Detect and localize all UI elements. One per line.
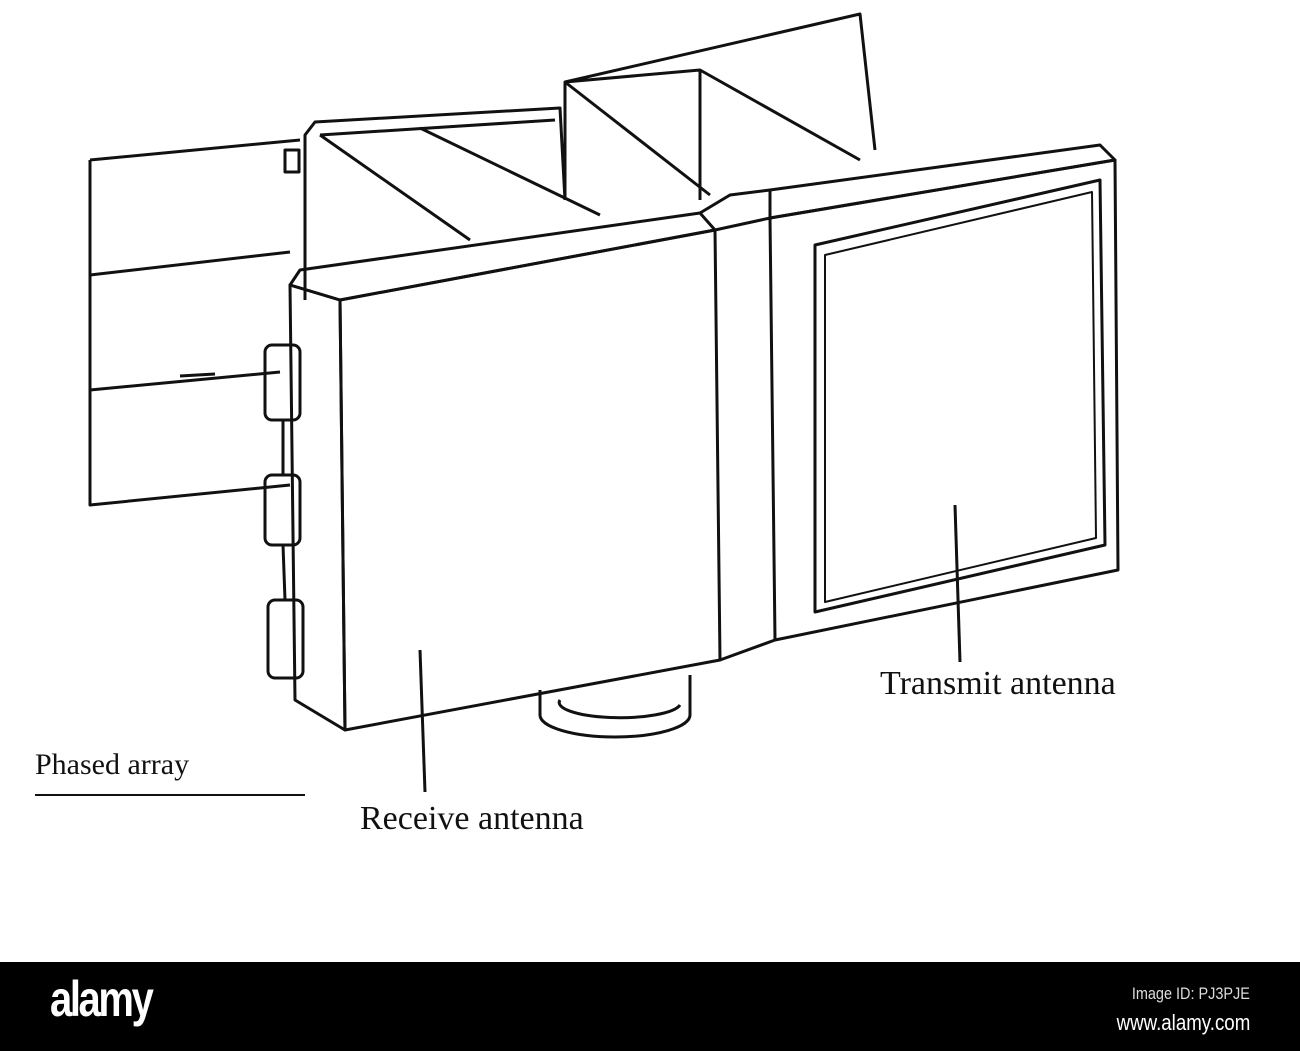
image-id: Image ID: PJ3PJE xyxy=(1131,984,1250,1003)
leader-lines xyxy=(35,504,962,796)
watermark-bar: alamy Image ID: PJ3PJE www.alamy.com xyxy=(0,962,1300,1051)
phased-array-label: Phased array xyxy=(35,748,190,781)
transmit-antenna-panel xyxy=(769,143,1120,642)
receive-antenna-label: Receive antenna xyxy=(360,800,584,837)
pedestal xyxy=(538,675,692,739)
center-strip xyxy=(699,188,777,662)
antenna-diagram xyxy=(35,12,1120,796)
connectors xyxy=(263,343,305,680)
alamy-logo: alamy xyxy=(50,971,154,1027)
phased-array-wing xyxy=(88,138,301,507)
transmit-antenna-label: Transmit antenna xyxy=(880,665,1116,702)
receive-antenna-panel xyxy=(288,211,722,732)
rear-housing xyxy=(303,12,877,300)
site-url: www.alamy.com xyxy=(1116,1010,1250,1035)
